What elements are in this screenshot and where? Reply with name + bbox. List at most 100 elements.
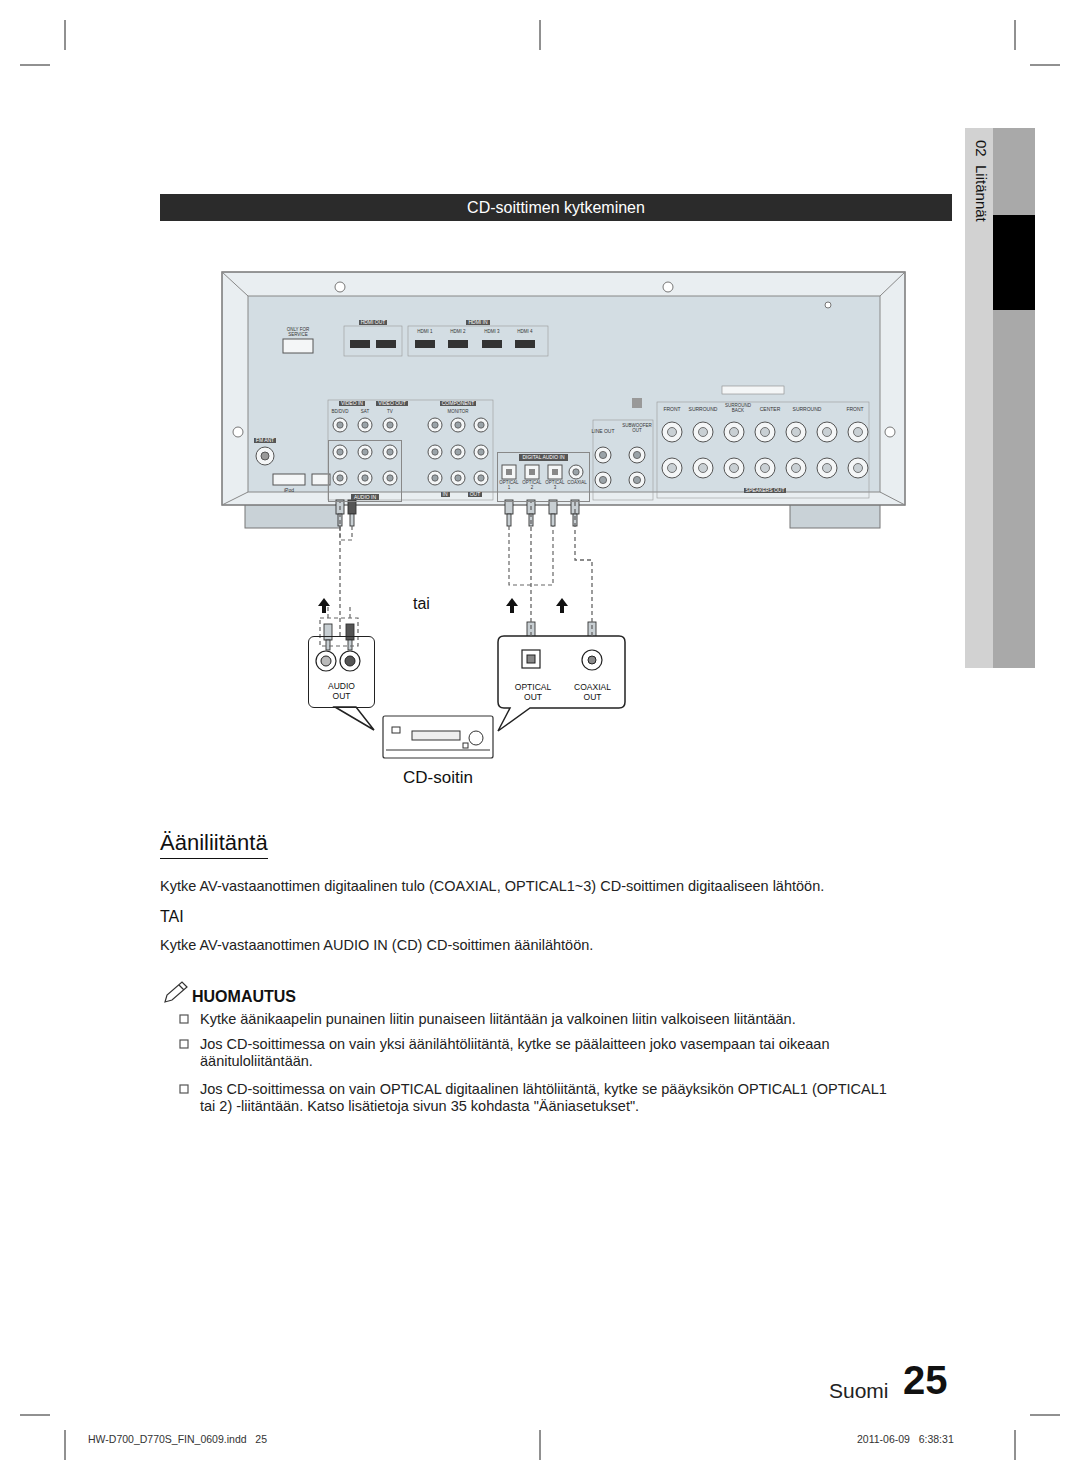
rca-jack [693, 422, 713, 442]
panel-label: SURROUND BACK [724, 404, 752, 413]
rca-jack [662, 458, 682, 478]
panel-label: iPod [284, 488, 294, 493]
text-label: tai [413, 594, 430, 613]
text-label: Suomi [829, 1378, 889, 1403]
panel-label: OPTICAL 3 [544, 481, 566, 490]
text-label: 02 Liitännät [972, 140, 990, 222]
node-text: AUDIO IN [351, 494, 379, 501]
audio-out-callout: AUDIO OUT [308, 636, 375, 708]
panel-label: IN [441, 492, 450, 497]
text-label: HW-D700_D770S_FIN_0609.indd 25 [88, 1433, 267, 1446]
optical-port-core [552, 469, 558, 475]
panel-label: ONLY FOR SERVICE [283, 328, 313, 337]
jack-array [333, 418, 868, 488]
text-label: Kytke äänikaapelin punainen liitin punai… [200, 1011, 900, 1028]
panel-label: SUBWOOFER OUT [622, 424, 652, 433]
rca-jack [786, 458, 806, 478]
rca-jack [333, 471, 347, 485]
panel-label: HDMI 1 [417, 330, 432, 335]
rca-jack [333, 418, 347, 432]
text-label: Ääniliitäntä [160, 830, 268, 859]
panel-label: FRONT [846, 407, 863, 412]
text-label: 25 [903, 1356, 948, 1404]
section-band: CD-soittimen kytkeminen [160, 194, 952, 221]
rca-jack [474, 445, 488, 459]
panel-label: OPTICAL 2 [521, 481, 543, 490]
panel-label: FRONT [663, 407, 680, 412]
rca-jack [786, 422, 806, 442]
optical-port-core [529, 469, 535, 475]
text-label: TAI [160, 907, 184, 926]
rca-jack [693, 458, 713, 478]
panel-label: HDMI 4 [517, 330, 532, 335]
cd-player-drawing [383, 716, 493, 758]
cable-connector [530, 502, 531, 636]
rca-jack [595, 447, 611, 463]
rca-jack [383, 445, 397, 459]
rca-jack [724, 422, 744, 442]
rca-jack [848, 458, 868, 478]
rca-jack [333, 445, 347, 459]
panel-label: HDMI 3 [484, 330, 499, 335]
node-text: DIGITAL AUDIO IN [519, 454, 567, 461]
digital-audio-in-block: DIGITAL AUDIO IN [497, 452, 590, 502]
panel-label: HDMI 2 [450, 330, 465, 335]
text-label: HUOMAUTUS [192, 987, 296, 1006]
optical-port [525, 465, 539, 479]
note-bullets [180, 1015, 188, 1093]
rca-jack [569, 465, 583, 479]
rca-jack [451, 418, 465, 432]
cable-bracket [320, 526, 553, 646]
crop-marks [20, 20, 1060, 1460]
rca-jack [817, 458, 837, 478]
rca-jack [428, 418, 442, 432]
panel-label: HDMI IN [466, 320, 489, 325]
panel-label: MONITOR [447, 410, 468, 415]
node-text: COAXIAL OUT [571, 683, 615, 703]
coaxial-out-jack: COAXIAL OUT [565, 636, 620, 708]
panel-label: VIDEO IN [339, 401, 365, 406]
rca-jack [383, 418, 397, 432]
text-label: Kytke AV-vastaanottimen AUDIO IN (CD) CD… [160, 937, 950, 954]
cable-connector [339, 502, 340, 636]
rca-jack [428, 445, 442, 459]
note-icon [165, 982, 187, 1002]
optical-port-core [506, 469, 512, 475]
rca-jack [383, 471, 397, 485]
text-label: 2011-06-09 6:38:31 [857, 1433, 954, 1446]
panel-label: LINE OUT [591, 429, 614, 434]
panel-label: SURROUND [793, 407, 822, 412]
rca-jack [629, 447, 645, 463]
cd-player: CD-soitin [383, 714, 493, 788]
text-label: Kytke AV-vastaanottimen digitaalinen tul… [160, 878, 950, 895]
side-tab [965, 128, 1035, 668]
rca-jack [755, 458, 775, 478]
node-text: CD-soittimen kytkeminen [467, 199, 645, 217]
rca-jack [358, 418, 372, 432]
rca-jack [358, 445, 372, 459]
rca-jack [817, 422, 837, 442]
text-label: Jos CD-soittimessa on vain yksi ääniläht… [200, 1036, 900, 1071]
rca-jack [629, 472, 645, 488]
panel-label: FM ANT [254, 438, 276, 443]
node-text: AUDIO OUT [322, 682, 362, 702]
optical-port [548, 465, 562, 479]
panel-label: TV [387, 410, 393, 415]
rca-jack [451, 445, 465, 459]
panel-label: OPTICAL 1 [498, 481, 520, 490]
receiver-back-panel [222, 272, 905, 528]
rca-jack [451, 471, 465, 485]
optical-port [502, 465, 516, 479]
panel-label: VIDEO OUT [376, 401, 408, 406]
panel-label: SURROUND [689, 407, 718, 412]
rca-jack [474, 471, 488, 485]
panel-label: COAXIAL [566, 481, 588, 486]
rca-jack [724, 458, 744, 478]
text-label: Jos CD-soittimessa on vain OPTICAL digit… [200, 1081, 900, 1116]
cable-plugs [324, 500, 596, 650]
rca-jack [474, 418, 488, 432]
optical-out-jack: OPTICAL OUT [508, 636, 558, 708]
